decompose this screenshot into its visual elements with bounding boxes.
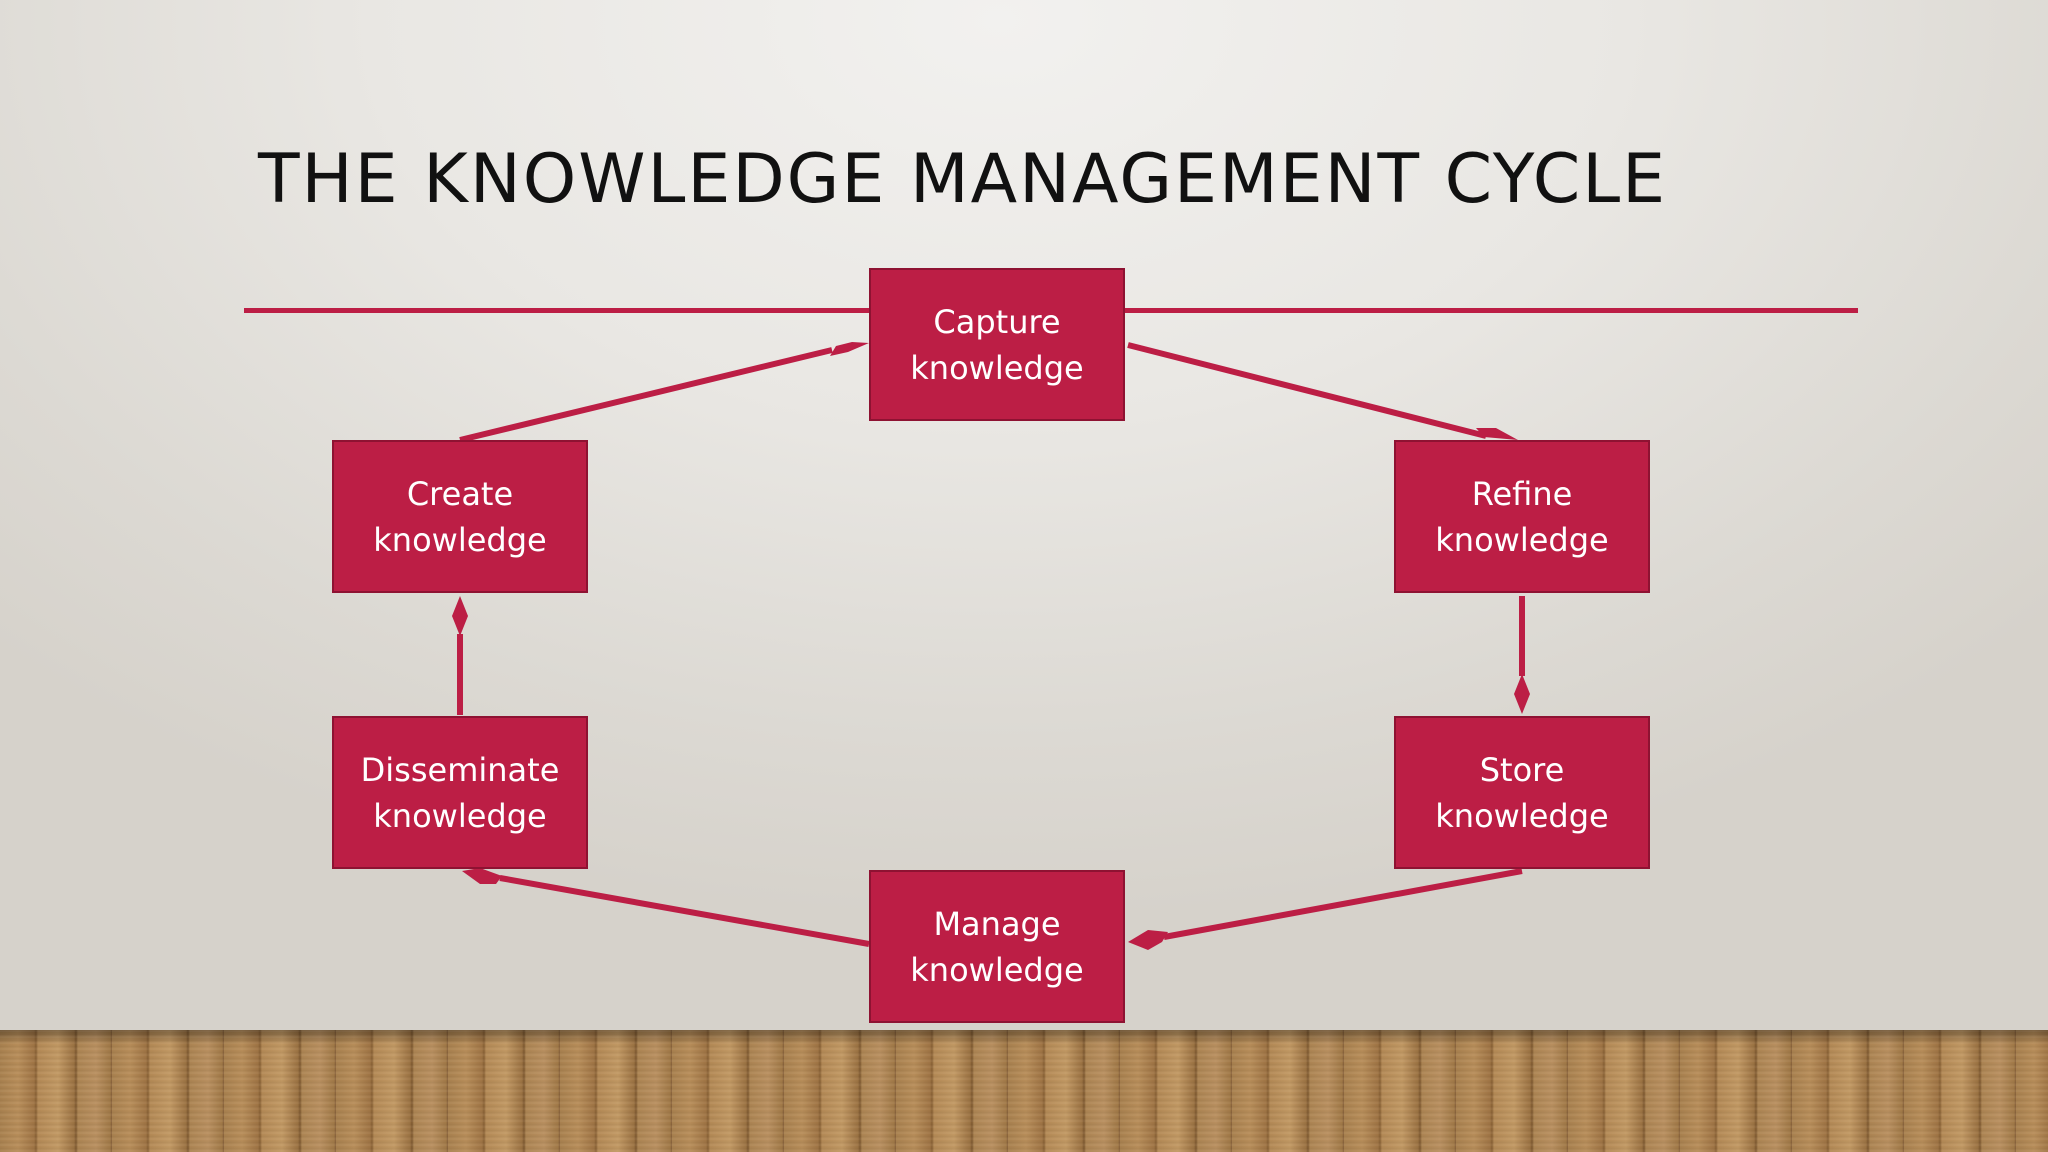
wood-floor [0, 1030, 2048, 1152]
refine-knowledge-box: Refine knowledge [1394, 440, 1650, 593]
disseminate-label-line-1: Disseminate [360, 750, 560, 789]
edge-refine-to-store-arrowhead [1514, 674, 1530, 714]
create-label-line-2: knowledge [373, 520, 547, 559]
manage-knowledge-label: Manage knowledge [910, 901, 1083, 993]
edge-refine-to-store [1514, 596, 1530, 714]
create-knowledge-label: Create knowledge [373, 471, 546, 563]
edge-capture-to-refine [1127, 342, 1518, 440]
manage-knowledge-box: Manage knowledge [869, 870, 1125, 1023]
edge-create-to-capture-arrowhead [830, 342, 869, 356]
edge-store-to-manage [1128, 868, 1523, 950]
manage-label-line-1: Manage [933, 904, 1061, 943]
edge-store-to-manage-arrowhead [1128, 930, 1168, 950]
store-knowledge-label: Store knowledge [1435, 747, 1608, 839]
capture-label-line-1: Capture [933, 302, 1061, 341]
edge-manage-to-disseminate [462, 868, 870, 947]
refine-knowledge-label: Refine knowledge [1435, 471, 1608, 563]
create-label-line-1: Create [406, 474, 514, 513]
disseminate-label-line-2: knowledge [373, 796, 547, 835]
refine-label-line-2: knowledge [1435, 520, 1609, 559]
capture-label-line-2: knowledge [910, 348, 1084, 387]
capture-knowledge-box: Capture knowledge [869, 268, 1125, 421]
capture-knowledge-label: Capture knowledge [910, 299, 1083, 391]
slide-title: THE KNOWLEDGE MANAGEMENT CYCLE [258, 140, 1668, 219]
edge-disseminate-to-create [452, 596, 468, 715]
edge-create-to-capture [459, 342, 869, 443]
store-label-line-1: Store [1479, 750, 1565, 789]
edge-capture-to-refine-arrowhead [1476, 428, 1518, 440]
wood-grain [0, 1030, 2048, 1152]
disseminate-knowledge-box: Disseminate knowledge [332, 716, 588, 869]
refine-label-line-1: Refine [1471, 474, 1573, 513]
store-label-line-2: knowledge [1435, 796, 1609, 835]
disseminate-knowledge-label: Disseminate knowledge [361, 747, 560, 839]
store-knowledge-box: Store knowledge [1394, 716, 1650, 869]
edge-manage-to-disseminate-arrowhead [462, 868, 502, 884]
edge-disseminate-to-create-arrowhead [452, 596, 468, 636]
manage-label-line-2: knowledge [910, 950, 1084, 989]
create-knowledge-box: Create knowledge [332, 440, 588, 593]
